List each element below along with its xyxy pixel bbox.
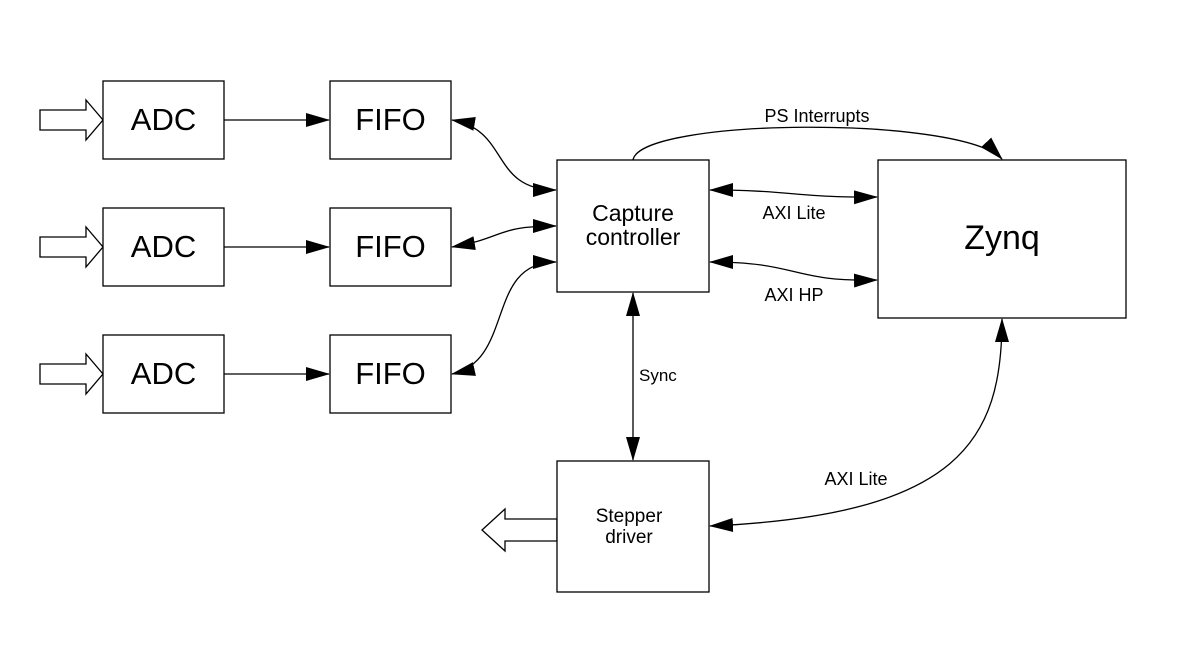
input-arrow-1 xyxy=(39,98,104,142)
ps-interrupts-label: PS Interrupts xyxy=(764,106,869,126)
adc-block-1: ADC xyxy=(102,80,225,160)
fifo1-capture-arrow xyxy=(451,117,557,197)
stepper-driver-block: Stepper driver xyxy=(556,460,710,593)
adc-label: ADC xyxy=(131,356,196,391)
input-arrow-2 xyxy=(39,225,104,269)
zynq-block: Zynq xyxy=(877,159,1127,319)
input-arrow-3 xyxy=(39,352,104,396)
stepper-label-line1: Stepper xyxy=(596,506,663,527)
axi-lite-top-arrow xyxy=(709,183,878,205)
fifo-block-3: FIFO xyxy=(329,334,452,414)
capture-controller-block: Capture controller xyxy=(556,159,710,293)
fifo-label: FIFO xyxy=(355,229,426,264)
adc-block-3: ADC xyxy=(102,334,225,414)
axi-lite-bottom-arrow xyxy=(709,318,1009,532)
capture-label-line1: Capture xyxy=(592,200,674,226)
fifo2-capture-arrow xyxy=(451,219,557,251)
axi-hp-arrow xyxy=(709,255,878,288)
output-arrow xyxy=(481,507,558,553)
fifo-label: FIFO xyxy=(355,102,426,137)
fifo-label: FIFO xyxy=(355,356,426,391)
adc-label: ADC xyxy=(131,229,196,264)
zynq-label: Zynq xyxy=(964,219,1040,257)
stepper-label-line2: driver xyxy=(605,527,653,548)
adc-label: ADC xyxy=(131,102,196,137)
fifo-block-2: FIFO xyxy=(329,207,452,287)
axi-lite-top-label: AXI Lite xyxy=(762,203,825,223)
capture-label-line2: controller xyxy=(586,224,681,250)
fifo-block-1: FIFO xyxy=(329,80,452,160)
axi-hp-label: AXI HP xyxy=(764,285,823,305)
fifo3-capture-arrow xyxy=(451,255,557,376)
adc-block-2: ADC xyxy=(102,207,225,287)
ps-interrupts-arrow xyxy=(632,126,1003,161)
sync-label: Sync xyxy=(639,366,677,385)
axi-lite-bottom-label: AXI Lite xyxy=(824,469,887,489)
